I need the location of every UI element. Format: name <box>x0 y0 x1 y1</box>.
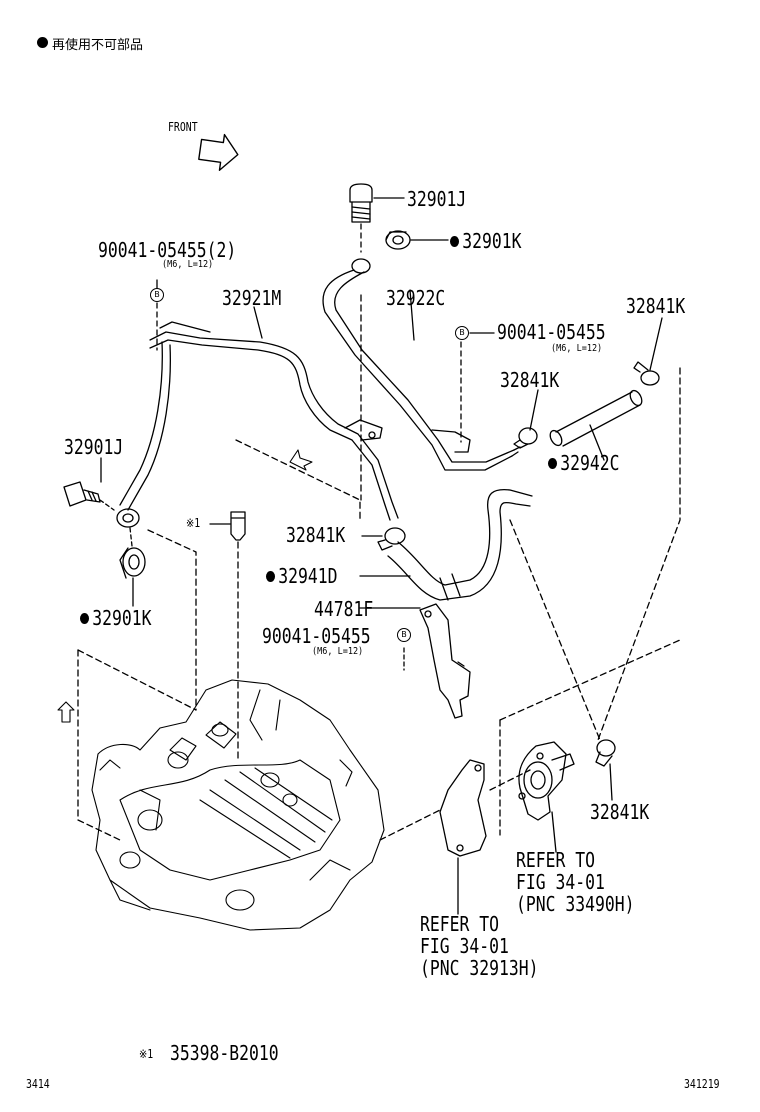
clamp-32841K-mid <box>513 389 539 449</box>
direction-arrows <box>57 449 313 723</box>
spec-label: (M6, L=12) <box>312 646 364 657</box>
footnote-mark: ※1 <box>139 1047 154 1061</box>
clamp-32841K-top <box>633 317 663 386</box>
part-label-32941D[interactable]: 32941D <box>266 566 338 586</box>
clamp-32841K-center <box>361 527 406 551</box>
gasket-32901K-top <box>385 230 449 250</box>
part-label-32841K-right[interactable]: 32841K <box>590 800 650 824</box>
refer-line: FIG 34-01 <box>516 870 605 894</box>
bolt-mark-b: B <box>455 326 469 340</box>
part-number: 32942C <box>560 451 620 475</box>
refer-note-32913H[interactable]: REFER TO FIG 34-01 (PNC 32913H) <box>420 914 538 978</box>
part-label-32901K-left[interactable]: 32901K <box>80 608 152 628</box>
clamp-32841K-right <box>595 739 616 801</box>
front-arrow-icon <box>198 133 239 171</box>
union-bolt-32901J-left <box>63 457 115 511</box>
bullet-icon <box>548 458 558 469</box>
part-label-90041-05455-2[interactable]: 90041-05455(2) <box>98 238 237 262</box>
transaxle-assembly <box>91 679 385 931</box>
legend-text: 再使用不可部品 <box>52 38 144 53</box>
bullet-icon <box>450 236 460 247</box>
pipe-32922C <box>322 258 521 471</box>
part-number: 32941D <box>278 564 338 588</box>
bracket-44781F <box>359 603 471 719</box>
plug-35398 <box>209 511 246 541</box>
part-label-90041-05455-center[interactable]: 90041-05455 <box>262 624 371 648</box>
hose-32941D <box>359 488 533 601</box>
bracket-32913H <box>439 759 487 915</box>
refer-line: REFER TO <box>420 912 499 936</box>
front-label: FRONT <box>168 120 198 134</box>
part-label-32841K-mid[interactable]: 32841K <box>500 368 560 392</box>
part-label-32942C[interactable]: 32942C <box>548 453 620 473</box>
union-bolt-32901J-top <box>349 183 405 223</box>
bullet-icon <box>266 571 276 582</box>
page-number-left: 3414 <box>26 1077 50 1091</box>
refer-line: FIG 34-01 <box>420 934 509 958</box>
part-label-32901J-left[interactable]: 32901J <box>64 435 124 459</box>
bolt-mark-b: B <box>150 288 164 302</box>
refer-note-33490H[interactable]: REFER TO FIG 34-01 (PNC 33490H) <box>516 850 634 914</box>
page-number-right: 341219 <box>684 1077 720 1091</box>
assembly-guides <box>77 367 681 841</box>
bullet-icon <box>80 613 90 624</box>
bolt-mark-b: B <box>397 628 411 642</box>
part-label-44781F[interactable]: 44781F <box>314 597 374 621</box>
part-label-32921M[interactable]: 32921M <box>222 286 282 310</box>
footnote-part[interactable]: 35398-B2010 <box>170 1041 279 1065</box>
pipe-32921M <box>116 306 399 528</box>
refer-line: REFER TO <box>516 848 595 872</box>
hose-32942C <box>549 389 643 461</box>
bullet-icon <box>37 37 48 48</box>
gasket-32901K-left <box>119 547 146 607</box>
refer-line: (PNC 33490H) <box>516 892 635 916</box>
part-label-32901K-top[interactable]: 32901K <box>450 231 522 251</box>
part-number: 32901K <box>462 229 522 253</box>
part-label-32841K-top[interactable]: 32841K <box>626 294 686 318</box>
part-number: 32901K <box>92 606 152 630</box>
refer-line: (PNC 32913H) <box>420 956 539 980</box>
spec-label: (M6, L=12) <box>162 259 214 270</box>
part-label-32901J-top[interactable]: 32901J <box>407 187 467 211</box>
legend-non-reusable: 再使用不可部品 <box>37 37 143 52</box>
part-label-90041-05455-right[interactable]: 90041-05455 <box>497 320 606 344</box>
part-label-32841K-center[interactable]: 32841K <box>286 523 346 547</box>
part-label-32922C[interactable]: 32922C <box>386 286 446 310</box>
spec-label: (M6, L=12) <box>551 343 603 354</box>
note-mark-1: ※1 <box>186 516 201 530</box>
vacuum-pump-33490H <box>518 741 575 853</box>
